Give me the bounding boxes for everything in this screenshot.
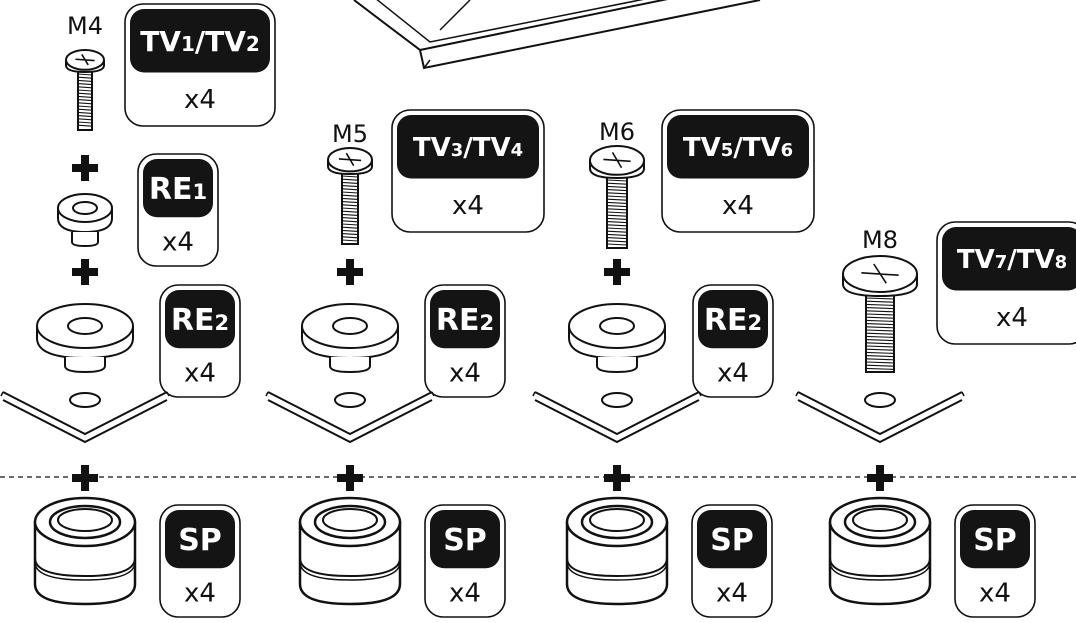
- tag-part-main: TV: [140, 25, 181, 58]
- washer-icon: [568, 303, 666, 373]
- plus-icon: [72, 465, 98, 491]
- sp-badge-tag: SP: [973, 523, 1017, 558]
- screw-icon: [65, 49, 105, 131]
- screw-badge-qty: x4: [996, 303, 1028, 333]
- tag-part-main: TV: [957, 245, 995, 275]
- plus-icon: [72, 259, 98, 285]
- screw-icon: [327, 147, 373, 245]
- sp-badge-qty: x4: [716, 579, 748, 609]
- re1-badge-qty: x4: [162, 228, 194, 258]
- screw-badge-qty: x4: [722, 191, 754, 221]
- tag-part-main: RE: [436, 303, 480, 338]
- tag-part-sub2: 4: [511, 140, 524, 161]
- sp-badge-qty: x4: [979, 579, 1011, 609]
- re1-badge-tag: RE1: [149, 172, 207, 207]
- plus-icon: [337, 465, 363, 491]
- sp-badge: SP x4: [159, 504, 241, 618]
- re2-badge-qty: x4: [184, 359, 216, 389]
- tag-part-sub: 2: [479, 311, 494, 335]
- spacer-icon: [298, 496, 402, 606]
- sp-badge: SP x4: [424, 504, 506, 618]
- re2-badge: RE2 x4: [424, 284, 506, 398]
- tag-part-sub2: 6: [781, 140, 794, 161]
- tag-part-mid: /TV: [733, 133, 780, 163]
- spacer-icon: [828, 496, 932, 606]
- screw-badge-qty: x4: [184, 85, 216, 115]
- tag-part-sub2: 8: [1055, 252, 1068, 273]
- screw-badge: TV3/TV4 x4: [391, 109, 545, 233]
- tag-part-sub1: 1: [181, 32, 195, 56]
- washer-icon: [36, 303, 134, 373]
- screw-size-label: M6: [599, 118, 635, 146]
- screw-icon: [842, 255, 918, 373]
- sp-badge: SP x4: [954, 504, 1036, 618]
- sp-badge-tag: SP: [178, 523, 222, 558]
- tag-part-sub: 1: [192, 180, 207, 204]
- plus-icon: [337, 259, 363, 285]
- re2-badge-tag: RE2: [436, 303, 494, 338]
- re2-badge-tag: RE2: [704, 303, 762, 338]
- mounting-plate-icon: [265, 391, 435, 443]
- screw-badge: TV1/TV2 x4: [124, 3, 276, 127]
- re2-badge-qty: x4: [449, 359, 481, 389]
- screw-badge: TV7/TV8 x4: [936, 221, 1076, 345]
- re2-badge-tag: RE2: [171, 303, 229, 338]
- screw-badge-tag: TV3/TV4: [413, 133, 523, 163]
- screw-badge-tag: TV1/TV2: [140, 25, 260, 58]
- mounting-plate-icon: [0, 391, 170, 443]
- mounting-plate-icon: [532, 391, 702, 443]
- screw-size-label: M8: [862, 226, 898, 254]
- re2-badge: RE2 x4: [692, 284, 774, 398]
- tag-part-sub: 2: [214, 311, 229, 335]
- washer-icon: [301, 303, 399, 373]
- screw-size-label: M4: [67, 12, 103, 40]
- tag-part-mid: /TV: [1007, 245, 1054, 275]
- plus-icon: [867, 465, 893, 491]
- plus-icon: [604, 465, 630, 491]
- sp-badge: SP x4: [691, 504, 773, 618]
- washer-icon: [57, 193, 113, 247]
- tag-part-sub1: 3: [451, 140, 464, 161]
- sp-badge-qty: x4: [449, 579, 481, 609]
- screw-icon: [589, 145, 645, 249]
- screw-badge: TV5/TV6 x4: [661, 109, 815, 233]
- plus-icon: [604, 259, 630, 285]
- screw-badge-tag: TV7/TV8: [957, 245, 1067, 275]
- screw-size-label: M5: [332, 120, 368, 148]
- tag-part-main: TV: [413, 133, 451, 163]
- sp-badge-qty: x4: [184, 579, 216, 609]
- screw-badge-tag: TV5/TV6: [683, 133, 793, 163]
- re2-badge-qty: x4: [717, 359, 749, 389]
- tag-part-mid: /TV: [195, 25, 246, 58]
- sp-badge-tag: SP: [443, 523, 487, 558]
- plus-icon: [72, 155, 98, 181]
- tag-part-sub1: 7: [995, 252, 1008, 273]
- re2-badge: RE2 x4: [159, 284, 241, 398]
- screw-badge-qty: x4: [452, 191, 484, 221]
- spacer-icon: [33, 496, 137, 606]
- tag-part-main: TV: [683, 133, 721, 163]
- mounting-plate-icon: [795, 391, 965, 443]
- tv-corner-icon: [353, 0, 761, 70]
- tag-part-sub1: 5: [721, 140, 734, 161]
- tag-part-sub: 2: [747, 311, 762, 335]
- re1-badge: RE1 x4: [137, 153, 219, 267]
- tag-part-main: RE: [704, 303, 748, 338]
- tag-part-main: RE: [149, 172, 193, 207]
- tag-part-main: RE: [171, 303, 215, 338]
- tag-part-mid: /TV: [463, 133, 510, 163]
- spacer-icon: [565, 496, 669, 606]
- sp-badge-tag: SP: [710, 523, 754, 558]
- tag-part-sub2: 2: [246, 32, 260, 56]
